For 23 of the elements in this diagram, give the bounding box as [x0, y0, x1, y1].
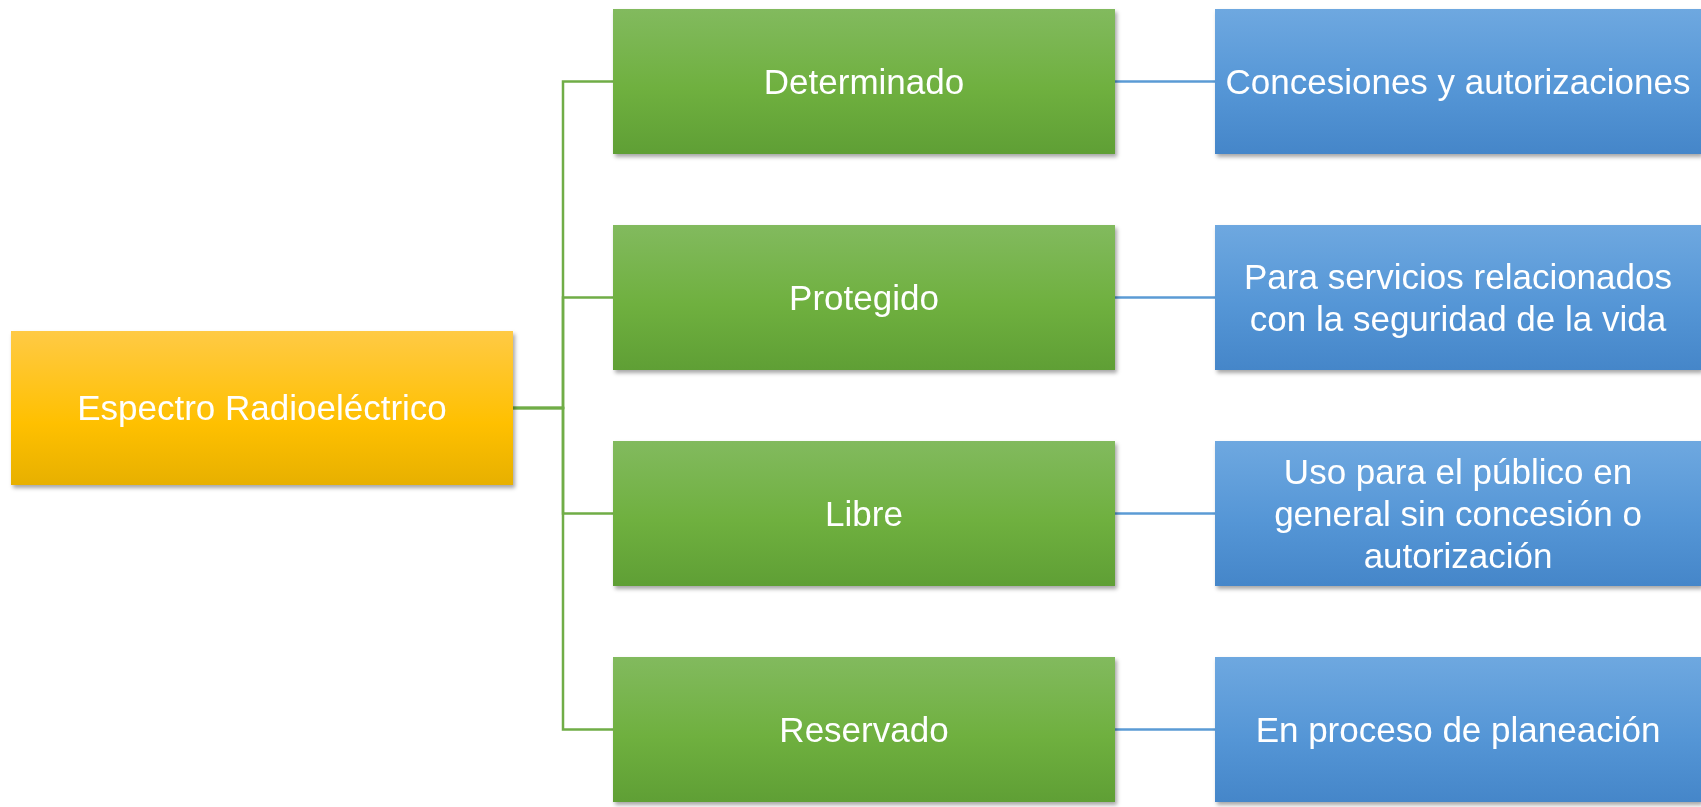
root-box: [11, 331, 513, 485]
connector-line: [1115, 296, 1215, 299]
description-box: [1215, 225, 1701, 370]
connector-line: [513, 406, 613, 731]
connector-line: [1115, 728, 1215, 731]
description-box: [1215, 657, 1701, 802]
category-box: [613, 225, 1115, 370]
node-label: Concesiones y autorizaciones: [1225, 60, 1691, 103]
node-label: Uso para el público en general sin concesión o autorización: [1273, 450, 1643, 577]
description-box: [1215, 9, 1701, 154]
category-box: [613, 9, 1115, 154]
description-box: [1215, 441, 1701, 586]
connector-line: [1115, 512, 1215, 515]
node-label: Espectro Radioeléctrico: [77, 387, 447, 429]
node-label: Protegido: [789, 276, 939, 319]
node-label: En proceso de planeación: [1255, 708, 1661, 751]
node-label: Para servicios relacionados con la seguridad de la vida: [1243, 255, 1673, 340]
node-label: Reservado: [779, 708, 949, 751]
connector-line: [1115, 80, 1215, 83]
category-box: [613, 441, 1115, 586]
node-label: Libre: [825, 492, 903, 535]
category-box: [613, 657, 1115, 802]
node-label: Determinado: [763, 60, 965, 103]
